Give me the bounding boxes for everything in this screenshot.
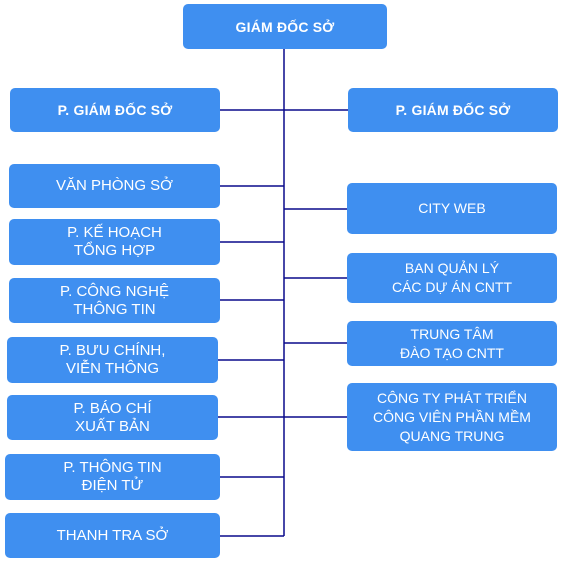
deputy-director-right-label: P. GIÁM ĐỐC SỞ (395, 102, 511, 118)
e-information-dept-label: P. THÔNG TIN ĐIỆN TỬ (63, 459, 162, 494)
inspectorate-label: THANH TRA SỞ (56, 526, 169, 544)
deputy-director-right-box: P. GIÁM ĐỐC SỞ (348, 88, 558, 132)
it-dept-label: P. CÔNG NGHỆ THÔNG TIN (60, 282, 169, 318)
director-label: GIÁM ĐỐC SỞ (235, 18, 335, 35)
project-management-board-label: BAN QUẢN LÝ CÁC DỰ ÁN CNTT (391, 260, 513, 295)
press-publishing-dept-label: P. BÁO CHÍ XUẤT BẢN (73, 399, 152, 435)
training-center-label: TRUNG TÂM ĐÀO TẠO CNTT (400, 325, 504, 361)
planning-dept-label: P. KẾ HOẠCH TỔNG HỢP (67, 224, 162, 259)
postal-telecom-dept-label: P. BƯU CHÍNH, VIỄN THÔNG (59, 342, 166, 377)
office-label: VĂN PHÒNG SỞ (55, 177, 174, 194)
e-information-dept-box: P. THÔNG TIN ĐIỆN TỬ (5, 454, 220, 500)
planning-dept-box: P. KẾ HOẠCH TỔNG HỢP (9, 219, 220, 265)
it-dept-box: P. CÔNG NGHỆ THÔNG TIN (9, 278, 220, 323)
city-web-label: CITY WEB (418, 200, 486, 216)
inspectorate-box: THANH TRA SỞ (5, 513, 220, 558)
press-publishing-dept-box: P. BÁO CHÍ XUẤT BẢN (7, 395, 218, 440)
project-management-board-box: BAN QUẢN LÝ CÁC DỰ ÁN CNTT (347, 253, 557, 303)
software-park-company-box: CÔNG TY PHÁT TRIỂN CÔNG VIÊN PHẦN MỀM QU… (347, 383, 557, 451)
director-box: GIÁM ĐỐC SỞ (183, 4, 387, 49)
software-park-company-label: CÔNG TY PHÁT TRIỂN CÔNG VIÊN PHẦN MỀM QU… (373, 389, 531, 444)
postal-telecom-dept-box: P. BƯU CHÍNH, VIỄN THÔNG (7, 337, 218, 383)
deputy-director-left-box: P. GIÁM ĐỐC SỞ (10, 88, 220, 132)
training-center-box: TRUNG TÂM ĐÀO TẠO CNTT (347, 321, 557, 366)
deputy-director-left-label: P. GIÁM ĐỐC SỞ (57, 102, 173, 118)
city-web-box: CITY WEB (347, 183, 557, 234)
office-box: VĂN PHÒNG SỞ (9, 164, 220, 208)
